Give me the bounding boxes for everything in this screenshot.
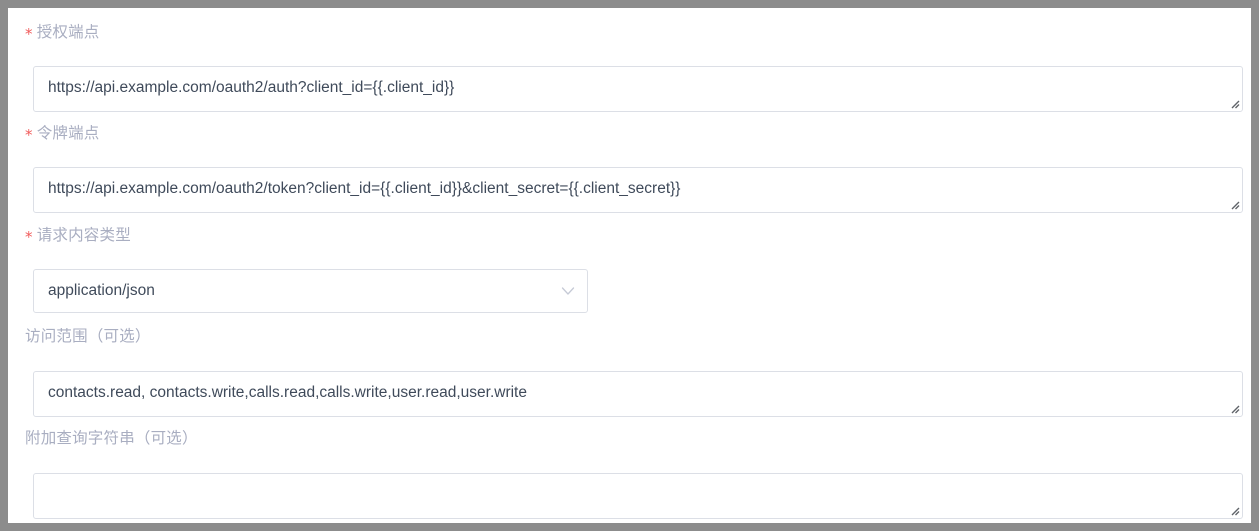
optional-suffix: （可选） [87,328,151,345]
field-label-token-endpoint: *令牌端点 [25,123,100,144]
resize-grip-icon[interactable] [1228,402,1240,414]
required-asterisk: * [25,228,33,246]
optional-suffix: （可选） [134,430,198,447]
required-asterisk: * [25,25,33,43]
field-label-authorization-endpoint: *授权端点 [25,22,100,43]
label-text: 令牌端点 [36,125,100,142]
field-label-scope: 访问范围（可选） [25,327,151,347]
request-content-type-select[interactable]: application/json [33,269,588,313]
authorization-endpoint-textarea[interactable]: https://api.example.com/oauth2/auth?clie… [33,66,1243,112]
label-text: 请求内容类型 [36,227,131,244]
authorization-endpoint-value: https://api.example.com/oauth2/auth?clie… [48,79,455,96]
token-endpoint-value: https://api.example.com/oauth2/token?cli… [48,180,681,197]
oauth-settings-panel: *授权端点 https://api.example.com/oauth2/aut… [8,8,1251,523]
token-endpoint-textarea[interactable]: https://api.example.com/oauth2/token?cli… [33,167,1243,213]
scope-textarea[interactable]: contacts.read, contacts.write,calls.read… [33,371,1243,417]
chevron-down-icon[interactable] [561,286,575,296]
required-asterisk: * [25,126,33,144]
scope-value: contacts.read, contacts.write,calls.read… [48,384,527,401]
field-label-extra-query-string: 附加查询字符串（可选） [25,429,198,449]
label-text: 附加查询字符串 [25,430,135,447]
extra-query-string-textarea[interactable] [33,473,1243,519]
label-text: 访问范围 [25,328,88,345]
request-content-type-value: application/json [48,282,155,299]
resize-grip-icon[interactable] [1228,504,1240,516]
label-text: 授权端点 [36,24,100,41]
field-label-request-content-type: *请求内容类型 [25,225,131,246]
resize-grip-icon[interactable] [1228,198,1240,210]
resize-grip-icon[interactable] [1228,97,1240,109]
